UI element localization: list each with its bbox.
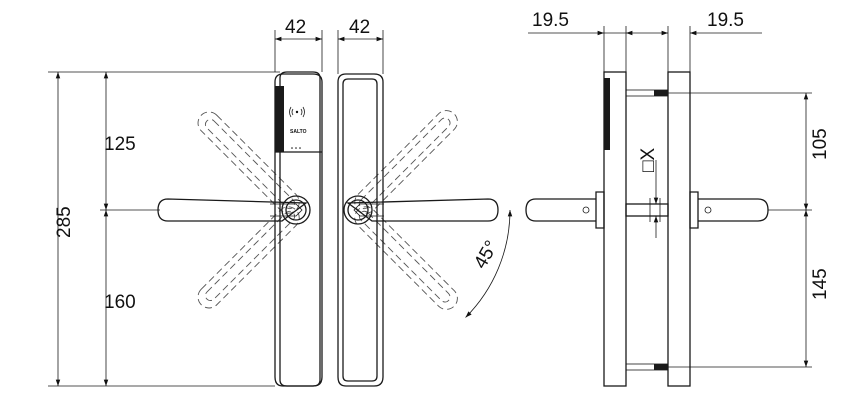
angle-label: 45°	[470, 237, 503, 272]
front-view: SALTO 42 285 125	[48, 17, 323, 387]
back-rotated-handle-ghosts	[354, 110, 458, 310]
total-height-label: 285	[54, 206, 75, 238]
back-rosette-inner	[347, 199, 369, 221]
back-plate-outer	[337, 73, 384, 387]
side-top-screw	[625, 89, 669, 97]
lower-height-label: 160	[104, 292, 136, 313]
back-view: 42 45°	[337, 17, 513, 387]
front-rotated-handle-ghosts	[197, 111, 300, 309]
status-dots	[291, 147, 301, 149]
front-plate-outer	[274, 73, 323, 387]
side-view: □X 19.5 19.5	[525, 10, 831, 387]
side-right-plate	[667, 71, 691, 387]
side-bottom-screw	[625, 363, 669, 371]
front-width-label: 42	[285, 17, 306, 38]
back-rosette	[343, 195, 373, 225]
back-lever-handle	[346, 198, 499, 222]
right-thickness-label: 19.5	[707, 10, 744, 31]
back-lever-neck	[353, 203, 384, 217]
back-width-label: 42	[349, 17, 370, 38]
wireless-icon	[289, 106, 305, 118]
brand-label: SALTO	[290, 129, 307, 135]
side-height-dimension: 105 145	[668, 92, 831, 368]
upper-height-label: 125	[104, 134, 136, 155]
angle-dimension: 45°	[465, 209, 513, 318]
front-rosette	[281, 195, 311, 225]
front-lever-neck	[270, 203, 303, 217]
side-upper-label: 105	[810, 128, 831, 160]
side-thickness-dimension: 19.5 19.5	[528, 10, 762, 72]
side-spindle	[625, 160, 669, 238]
spindle-label: □X	[638, 148, 659, 172]
side-lower-label: 145	[810, 268, 831, 300]
back-width-dimension: 42	[337, 17, 384, 74]
side-reader-edge	[604, 78, 610, 150]
side-left-handle	[525, 191, 605, 229]
left-thickness-label: 19.5	[532, 10, 569, 31]
split-height-dimension: 125 160	[100, 72, 160, 386]
total-height-dimension: 285	[48, 71, 280, 387]
side-right-handle	[689, 191, 769, 229]
front-rosette-inner	[285, 199, 307, 221]
back-plate-inner	[342, 78, 378, 382]
front-reader-edge	[275, 86, 284, 152]
front-plate	[279, 71, 321, 387]
front-width-dimension: 42	[274, 17, 323, 72]
